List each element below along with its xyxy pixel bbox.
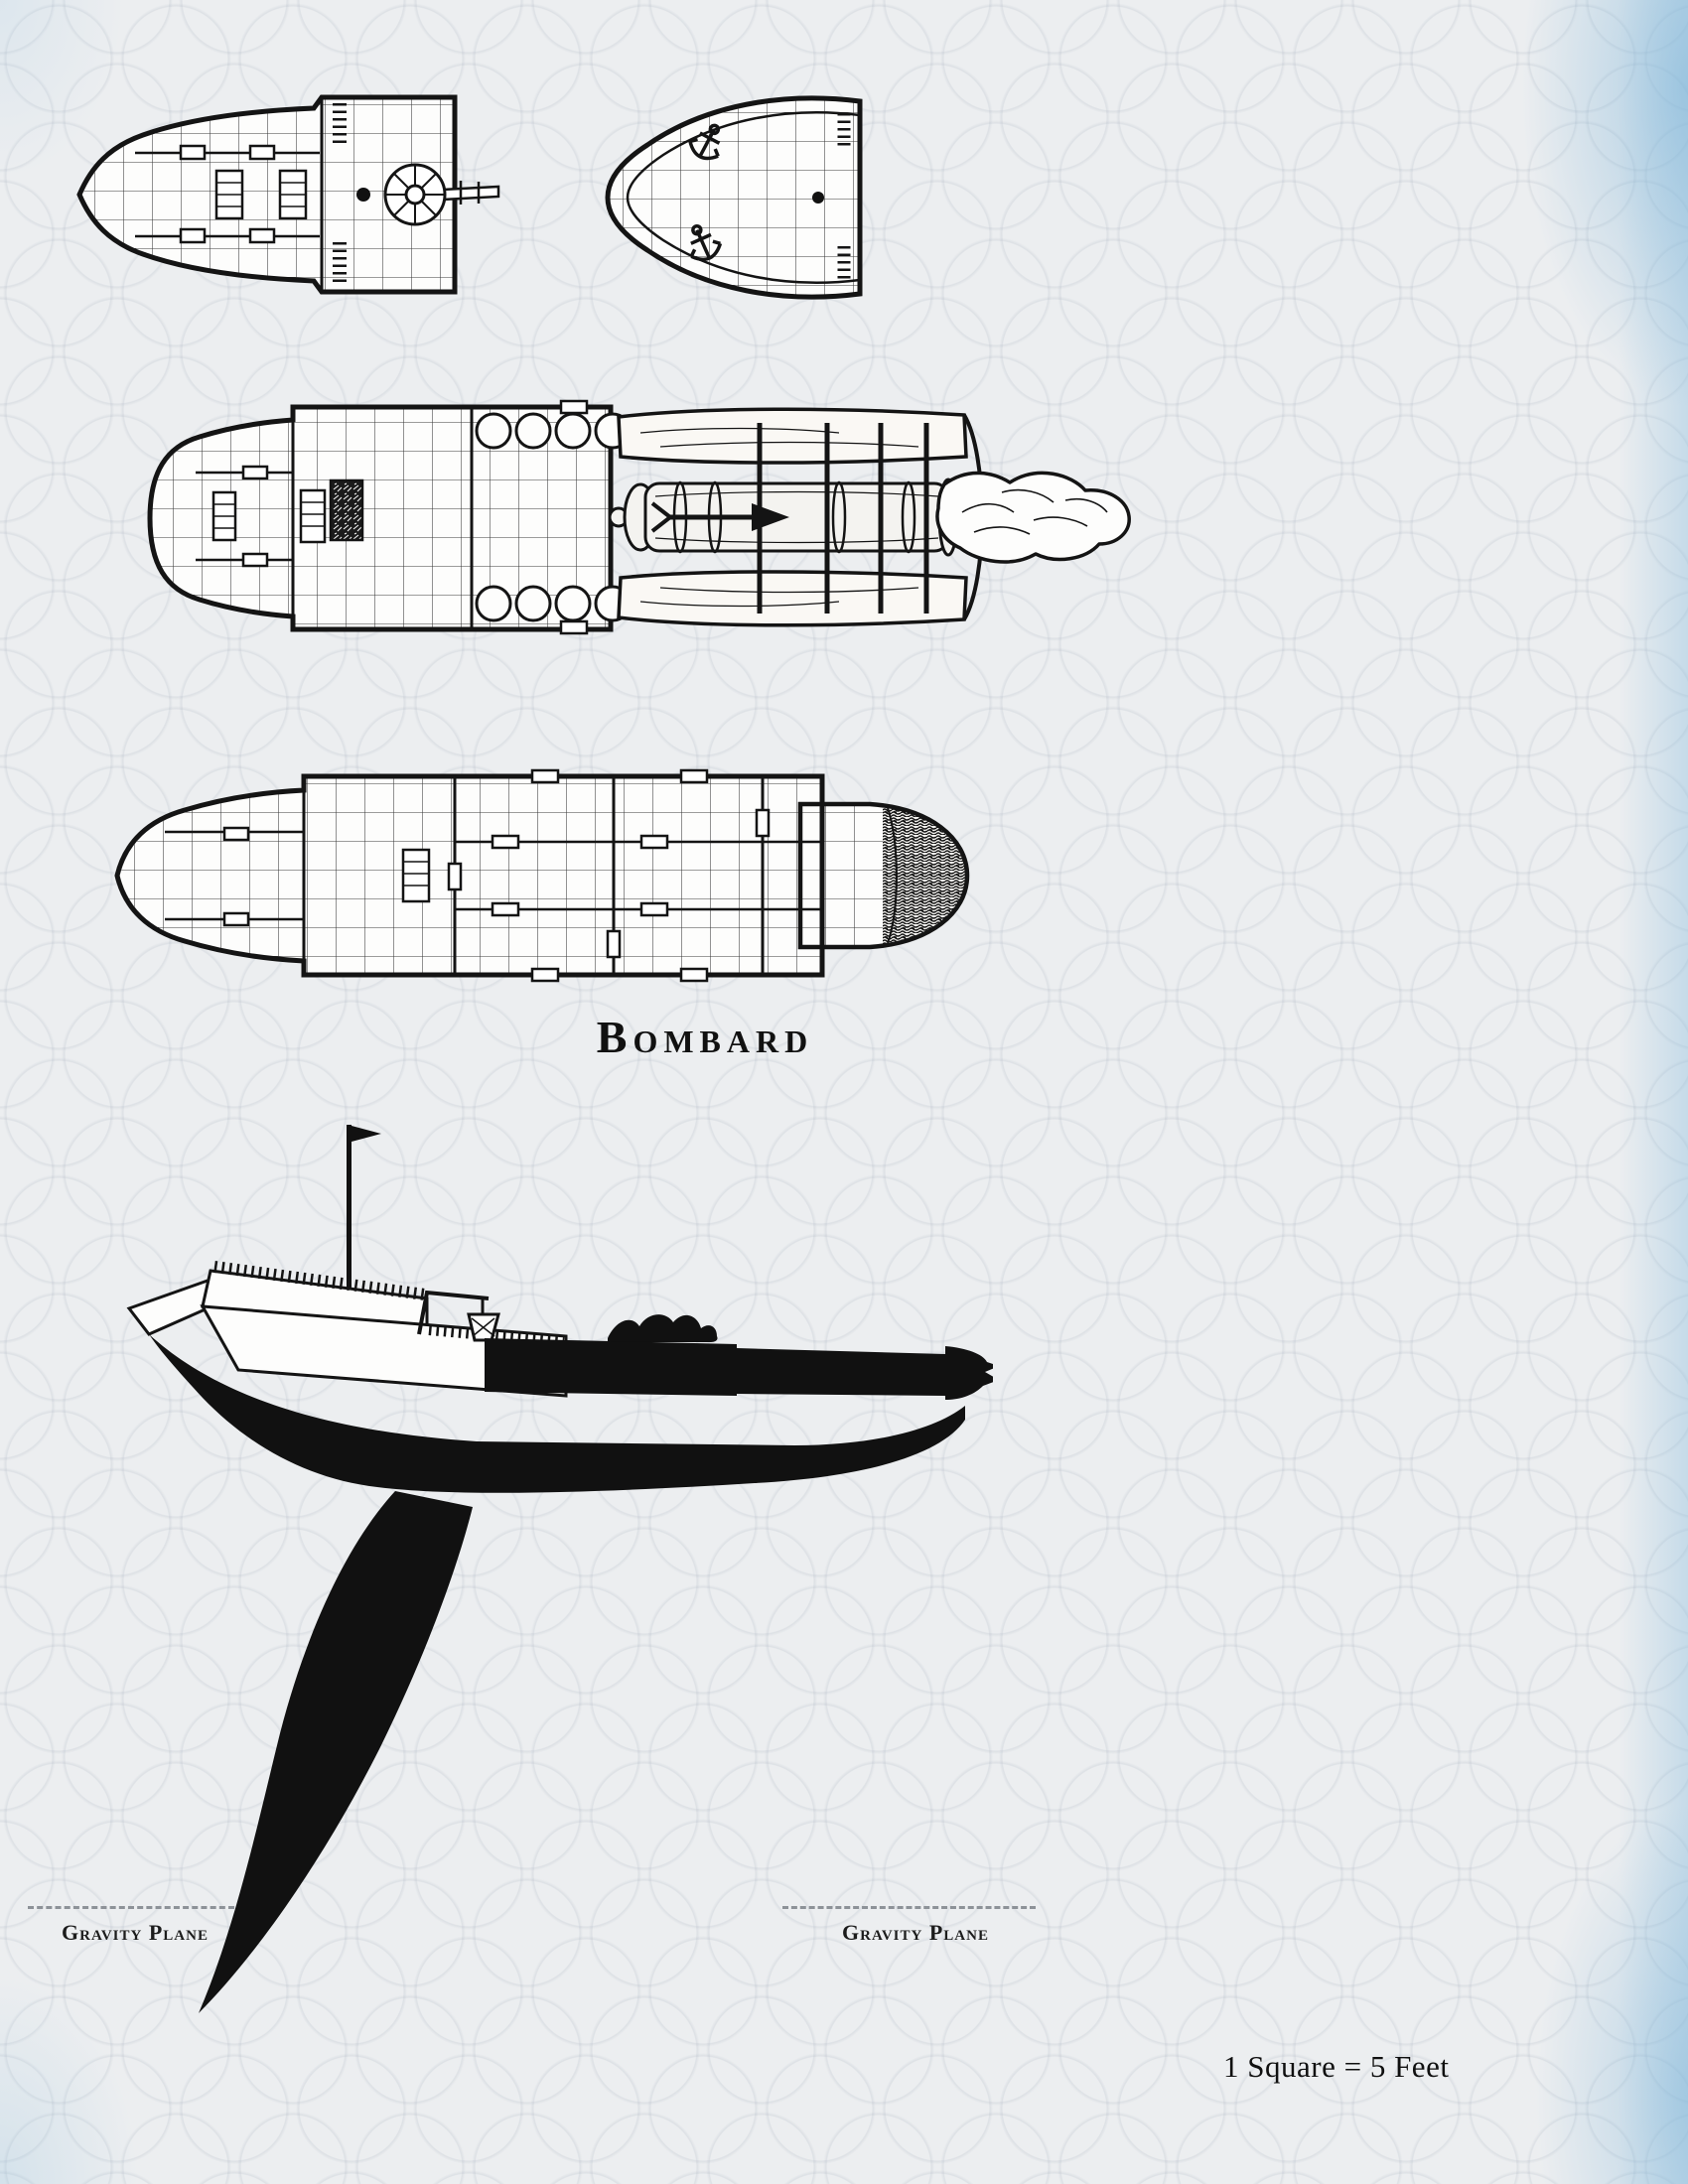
deck-plan-lower-ram-drawing bbox=[114, 768, 970, 983]
deck-plan-forecastle-drawing bbox=[605, 95, 863, 300]
ship-title: Bombard bbox=[596, 1012, 814, 1062]
deck-plan-upper-aft-drawing bbox=[76, 94, 500, 295]
muzzle-drawing bbox=[945, 1346, 993, 1400]
map-scale-note: 1 Square = 5 Feet bbox=[1223, 2049, 1450, 2084]
keel-tail-silhouette bbox=[199, 1491, 473, 2013]
gravity-plane-line-left bbox=[28, 1906, 234, 1909]
cannon-flame-drawing bbox=[935, 471, 1131, 564]
dragon-ornament-icon bbox=[608, 1314, 718, 1342]
pennant-icon bbox=[352, 1126, 381, 1142]
coal-bin-hatch bbox=[329, 478, 364, 542]
deck-plan-main-cannon-drawing bbox=[147, 399, 1131, 635]
gravity-plane-line-right bbox=[782, 1906, 1036, 1909]
gravity-plane-label-left: Gravity Plane bbox=[62, 1920, 209, 1945]
gravity-plane-label-right: Gravity Plane bbox=[842, 1920, 989, 1945]
ship-side-profile-drawing bbox=[126, 1125, 993, 2013]
